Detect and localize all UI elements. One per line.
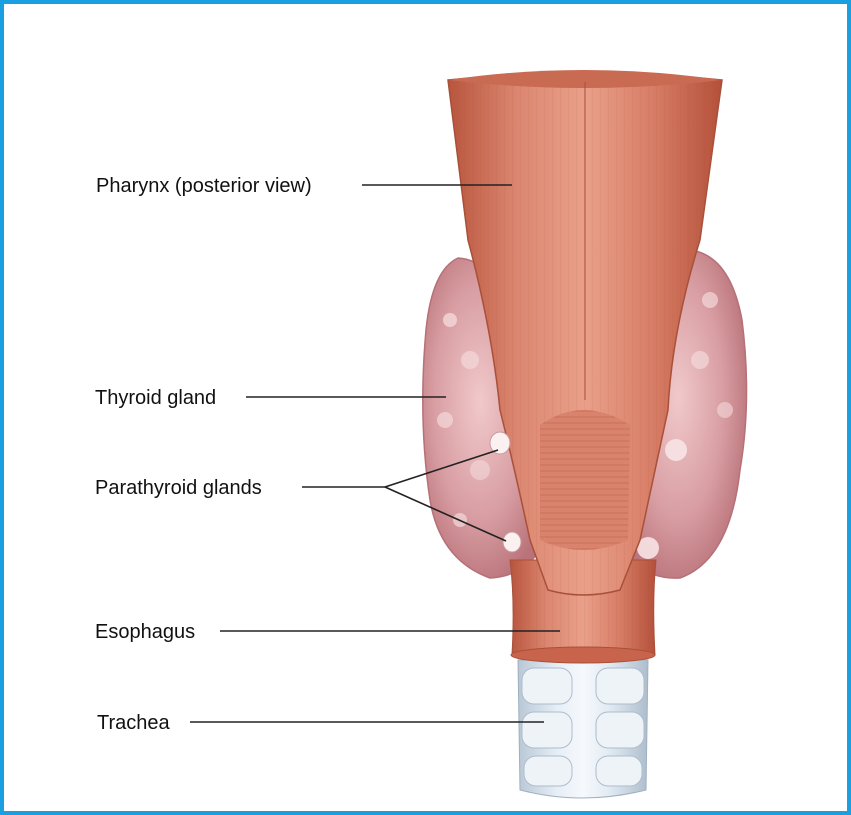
trachea-shape [518,660,648,798]
pharynx-label: Pharynx (posterior view) [96,175,312,197]
trachea-label: Trachea [97,712,170,734]
esophagus-label: Esophagus [95,621,195,643]
thyroid-gland-label: Thyroid gland [95,387,216,409]
parathyroid-glands-label: Parathyroid glands [95,477,262,499]
